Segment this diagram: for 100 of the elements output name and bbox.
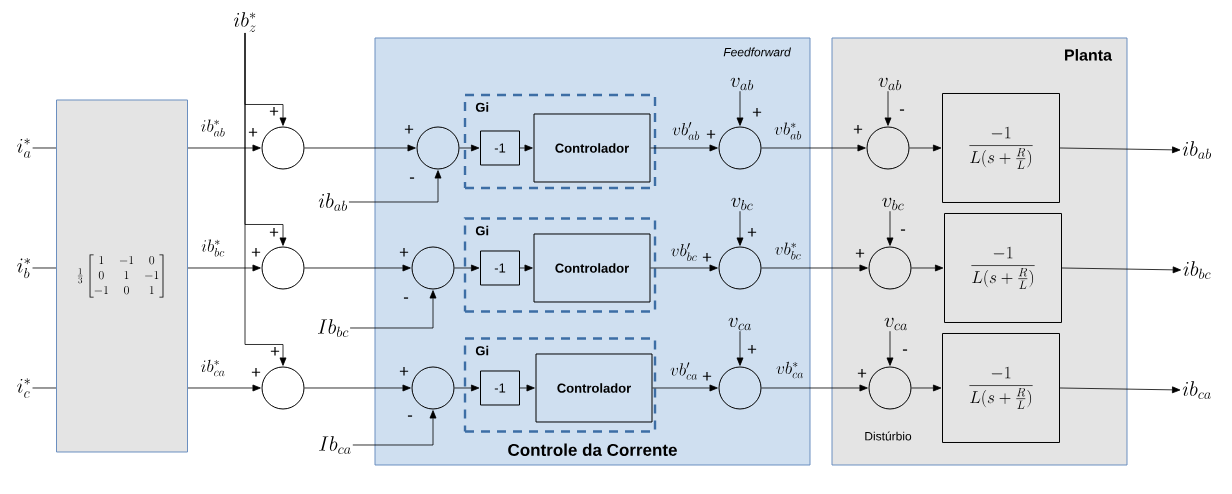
summing-junction [718,246,762,290]
sign-label: + [857,369,867,378]
controller-block: Controlador [533,113,651,183]
signal-label: $ib_{ca}$ [1182,381,1211,399]
sign-label: - [900,229,906,231]
sign-label: + [702,372,712,381]
arrow [736,210,744,246]
sign-label: + [747,345,757,354]
arrow [349,290,437,329]
sign-label: + [251,368,261,377]
summing-junction [261,246,305,290]
transfer-function-block: $\frac{-1}{L(s+\frac{R}{L})}$ [942,93,1060,203]
signal-label: $ib_{bc}$ [1183,261,1211,279]
arrow [244,32,287,366]
arrow [304,144,416,152]
arrow [519,264,533,272]
sign-label: + [269,228,279,237]
sign-label: + [747,228,757,237]
signal-label: $v_{ab}$ [730,77,754,91]
arrow [650,144,718,152]
summing-junction [866,126,910,170]
arrow [911,384,942,392]
transfer-function-block: $\frac{-1}{L(s+\frac{R}{L})}$ [942,333,1060,443]
summing-junction [261,126,305,170]
signal-label: $Ib_{bc}$ [317,319,349,337]
arrow [348,170,442,203]
signal-label: $v_{ca}$ [728,317,751,331]
arrow [519,384,535,392]
edge-label: $ib_{ab}^{*}$ [201,119,225,137]
arrow [352,410,437,446]
summing-junction [261,366,305,410]
signal-label: $ib_{ab}$ [318,193,348,211]
sign-label: + [248,128,258,137]
sign-label: + [853,125,863,134]
sign-label: - [403,297,409,299]
edge-label: $vb_{bc}^{*}$ [775,242,801,260]
gain-block: -1 [480,250,520,286]
edge-label: $vb_{ca}^{*}$ [776,361,803,379]
sign-label: + [269,107,279,116]
sign-label: + [399,248,409,257]
signal-label: $v_{bc}$ [731,197,753,211]
arrow [911,264,944,272]
sign-label: + [706,130,716,139]
signal-label: $i_{a}^{*}$ [17,138,31,158]
arrow [884,90,892,126]
signal-label: $i_{c}^{*}$ [17,378,30,398]
sign-label: + [251,248,261,257]
arrow [761,264,868,272]
sign-label: - [902,349,908,351]
arrow [886,210,894,246]
arrow [459,144,480,152]
signal-label: $ib_{ab}$ [1182,141,1212,159]
signal-label: $v_{ab}$ [878,77,902,91]
signal-label: $v_{bc}$ [882,197,904,211]
edge-label: $ib_{ca}^{*}$ [201,359,225,377]
arrow [886,330,894,366]
arrow [187,144,261,152]
annotation-text: Distúrbio [865,431,912,441]
edge-label: $ib_{bc}^{*}$ [201,239,225,257]
sign-label: + [752,108,762,117]
signal-label: $i_{b}^{*}$ [17,258,30,279]
edge-label: $vb'_{ab}$ [672,122,700,140]
arrow [1061,266,1182,274]
summing-junction [718,366,762,410]
sign-label: + [404,125,414,134]
summing-junction [411,246,455,290]
sign-label: + [855,249,865,258]
annotation-text: Feedforward [723,47,791,57]
arrow [187,264,261,272]
arrow [650,264,718,272]
sign-label: + [399,367,409,376]
arrow [454,264,480,272]
edge-label: $vb'_{ca}$ [670,362,697,380]
arrow [909,144,942,152]
controller-block: Controlador [535,353,653,423]
sign-label: - [407,415,413,417]
arrow [736,90,744,126]
arrow [652,384,718,392]
arrow [1059,146,1181,154]
arrow [761,144,866,152]
sign-label: + [270,347,280,356]
arrow [187,384,261,392]
matrix-block: $\frac{1}{3}\begin{bmatrix}1&-1&0\\0&1&-1\\-1&0&1\end{bmatrix}$ [56,99,188,453]
arrow [761,384,868,392]
arrow [454,384,480,392]
summing-junction [718,126,762,170]
arrow [304,384,411,392]
transfer-function-block: $\frac{-1}{L(s+\frac{R}{L})}$ [944,213,1062,323]
arrow [519,144,533,152]
arrow [736,330,744,366]
gain-block: -1 [480,370,520,406]
sign-label: - [409,177,415,179]
controller-block: Controlador [533,233,651,303]
gain-block: -1 [480,130,520,166]
signal-label: $Ib_{ca}$ [319,436,351,454]
arrow [304,264,411,272]
edge-label: $vb_{ab}^{*}$ [774,122,802,140]
signal-label: $ib_{z}^{*}$ [233,12,256,32]
arrow [1059,386,1181,394]
sign-label: - [899,109,905,111]
